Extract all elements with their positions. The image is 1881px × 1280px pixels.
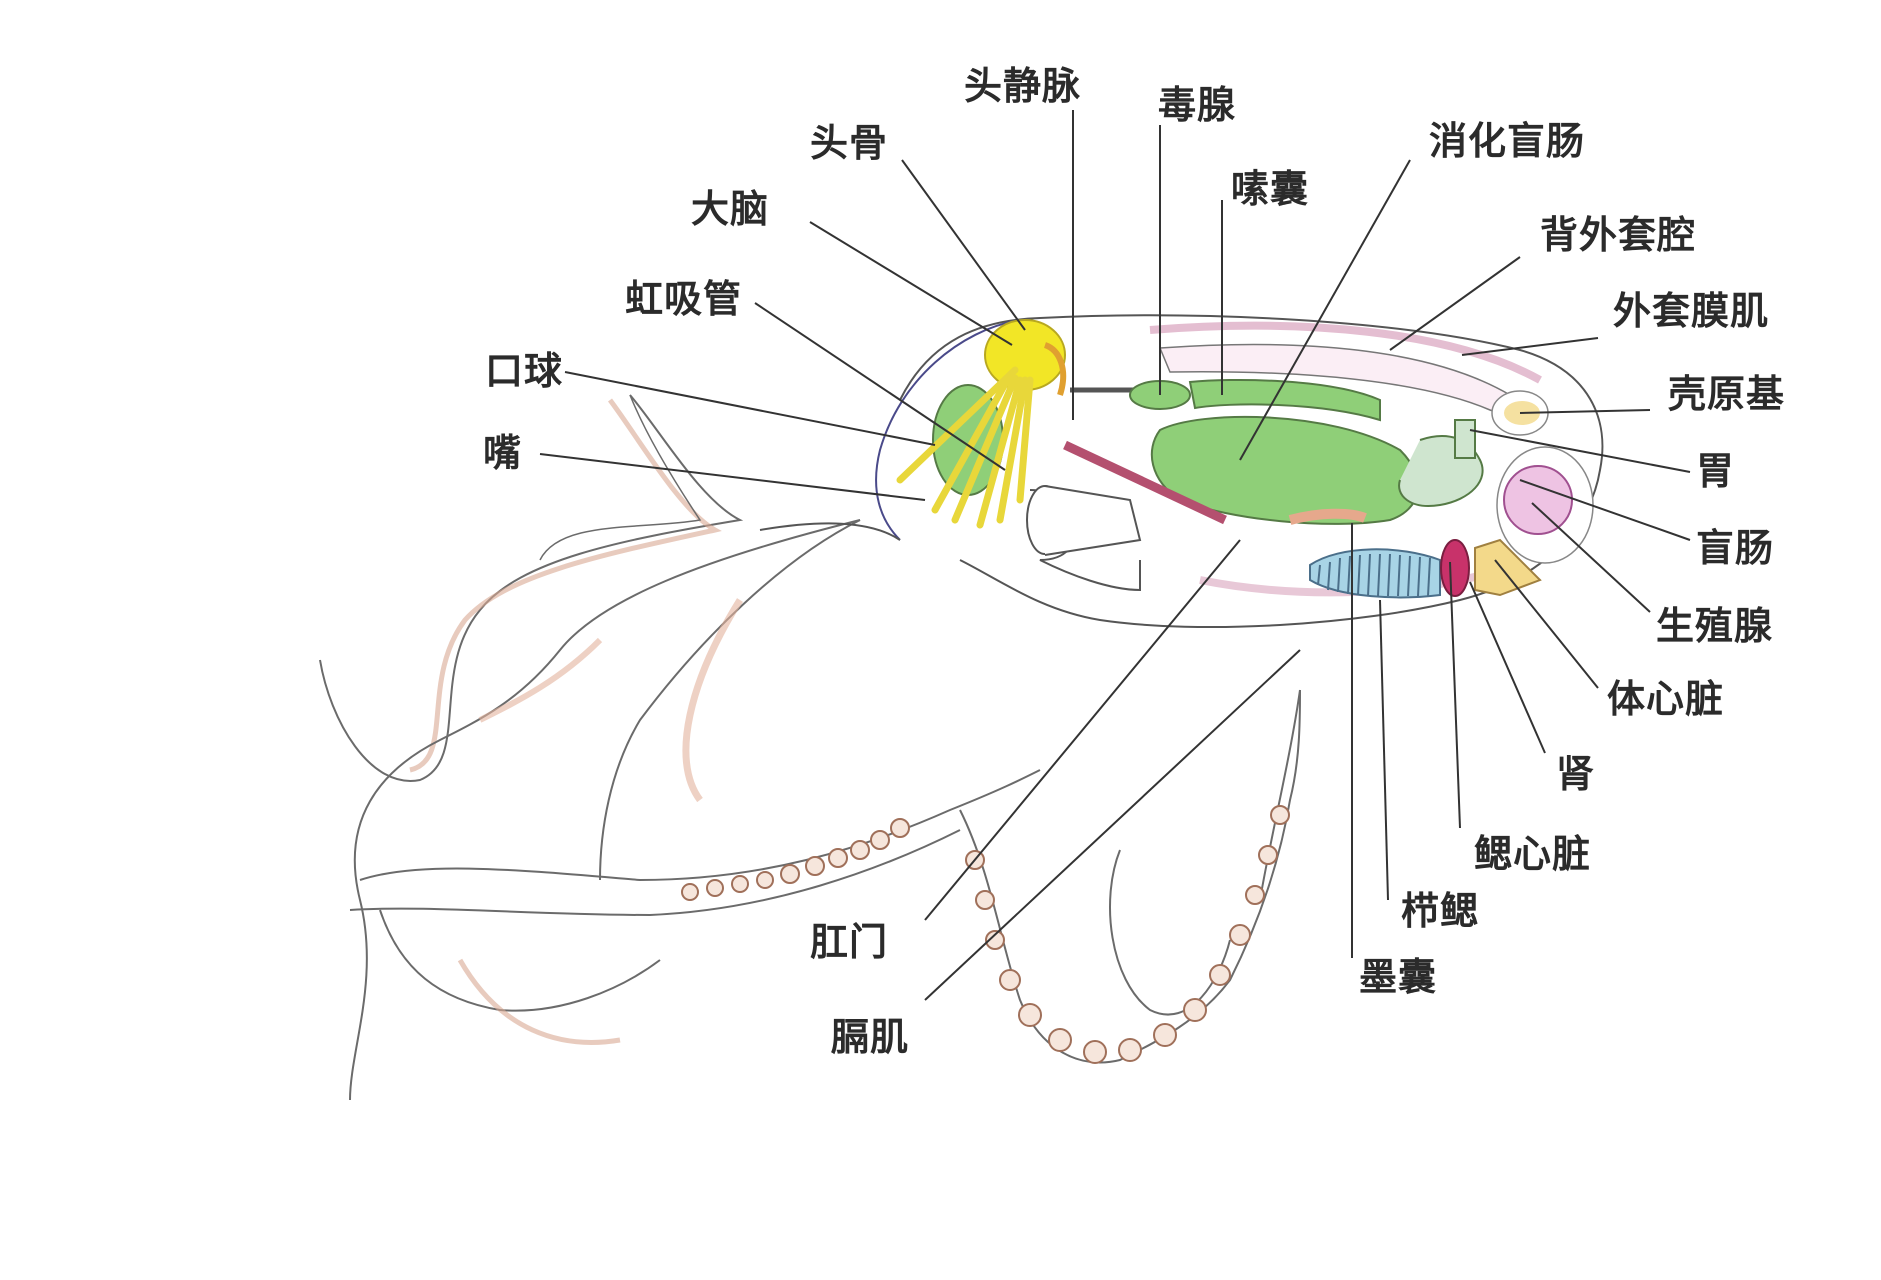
label-poison-gland: 毒腺	[1158, 83, 1237, 127]
leader-line-kidney	[1469, 581, 1546, 754]
label-buccal-mass: 口球	[485, 349, 564, 393]
brain-nerves	[896, 319, 1067, 529]
circulatory-organs	[1309, 465, 1573, 599]
label-stomach: 胃	[1696, 449, 1736, 493]
label-ctenidium-gill: 栉鳃	[1401, 889, 1480, 933]
leader-line-mantle-muscle	[1461, 337, 1599, 356]
leader-line-systemic-heart	[1494, 559, 1599, 689]
leader-line-siphon	[754, 302, 1006, 471]
label-mantle-muscle: 外套膜肌	[1613, 289, 1770, 333]
label-beak: 嘴	[483, 431, 523, 475]
label-siphon: 虹吸管	[625, 277, 743, 321]
leader-line-shell-primordium	[1519, 409, 1651, 414]
leader-line-anus	[924, 539, 1241, 921]
leader-line-branchial-heart	[1449, 561, 1461, 829]
leader-line-diaphragm-muscle	[924, 649, 1301, 1001]
leader-line-stomach	[1469, 429, 1691, 473]
leader-line-dorsal-mantle-cavity	[1389, 256, 1521, 351]
leader-line-digestive-caecum	[1239, 159, 1411, 461]
label-diaphragm-muscle: 膈肌	[831, 1015, 910, 1059]
label-anus: 肛门	[810, 920, 889, 964]
label-crop: 嗉囊	[1231, 167, 1310, 211]
label-gonad: 生殖腺	[1656, 604, 1774, 648]
label-caecum: 盲肠	[1696, 526, 1775, 570]
tentacles	[319, 394, 1301, 1101]
label-kidney: 肾	[1556, 752, 1596, 796]
label-shell-primordium: 壳原基	[1668, 372, 1786, 416]
label-brain: 大脑	[691, 187, 770, 231]
label-digestive-caecum: 消化盲肠	[1429, 119, 1586, 163]
leader-lines	[539, 110, 1691, 1001]
label-branchial-heart: 鳃心脏	[1474, 832, 1592, 876]
leader-line-cranium	[901, 159, 1026, 331]
leader-line-caecum	[1519, 479, 1691, 541]
ctenidium	[1309, 548, 1441, 599]
leader-line-buccal-mass	[564, 371, 936, 446]
label-ink-sac: 墨囊	[1359, 955, 1438, 999]
leader-line-gonad	[1531, 502, 1651, 613]
leader-line-beak	[539, 453, 926, 501]
label-cranium: 头骨	[810, 121, 889, 165]
suckers	[681, 805, 1290, 1064]
label-head-vein: 头静脉	[964, 64, 1082, 108]
leader-line-brain	[809, 221, 1013, 346]
label-dorsal-mantle-cavity: 背外套腔	[1540, 213, 1697, 257]
label-systemic-heart: 体心脏	[1607, 677, 1725, 721]
leader-line-ctenidium-gill	[1379, 599, 1389, 901]
